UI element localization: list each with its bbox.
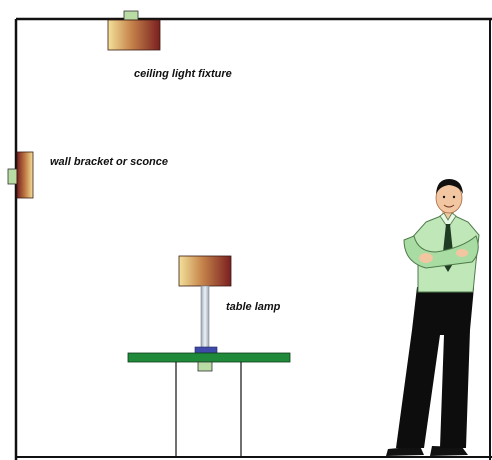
- table-top: [127, 352, 291, 363]
- left-hand: [419, 253, 433, 263]
- right-hand: [456, 249, 468, 257]
- lamp-pole: [200, 285, 210, 349]
- ceiling-fixture-body: [107, 19, 161, 51]
- wall-sconce: wall bracket or sconce: [7, 151, 168, 199]
- table-underside-mount: [197, 361, 213, 372]
- right-shoe: [430, 446, 468, 456]
- sconce-mount: [7, 168, 18, 185]
- hair: [436, 179, 463, 194]
- sconce-label: wall bracket or sconce: [50, 156, 168, 168]
- room-outline: [14, 17, 492, 460]
- sconce-body: [16, 151, 34, 199]
- left-shoe: [386, 446, 424, 456]
- lamp-shade: [178, 255, 232, 287]
- ceiling-mount: [123, 10, 139, 21]
- side-table: [127, 352, 291, 457]
- eye-left: [442, 195, 446, 199]
- eye-right: [452, 195, 456, 199]
- smile: [443, 204, 455, 208]
- ceiling-light-fixture: ceiling light fixture: [107, 10, 232, 80]
- man-standing-arms-crossed-icon: [386, 179, 480, 456]
- ceiling-fixture-label: ceiling light fixture: [134, 68, 232, 80]
- table-lamp: table lamp: [178, 255, 281, 355]
- trousers: [396, 287, 474, 448]
- table-lamp-label: table lamp: [226, 301, 281, 313]
